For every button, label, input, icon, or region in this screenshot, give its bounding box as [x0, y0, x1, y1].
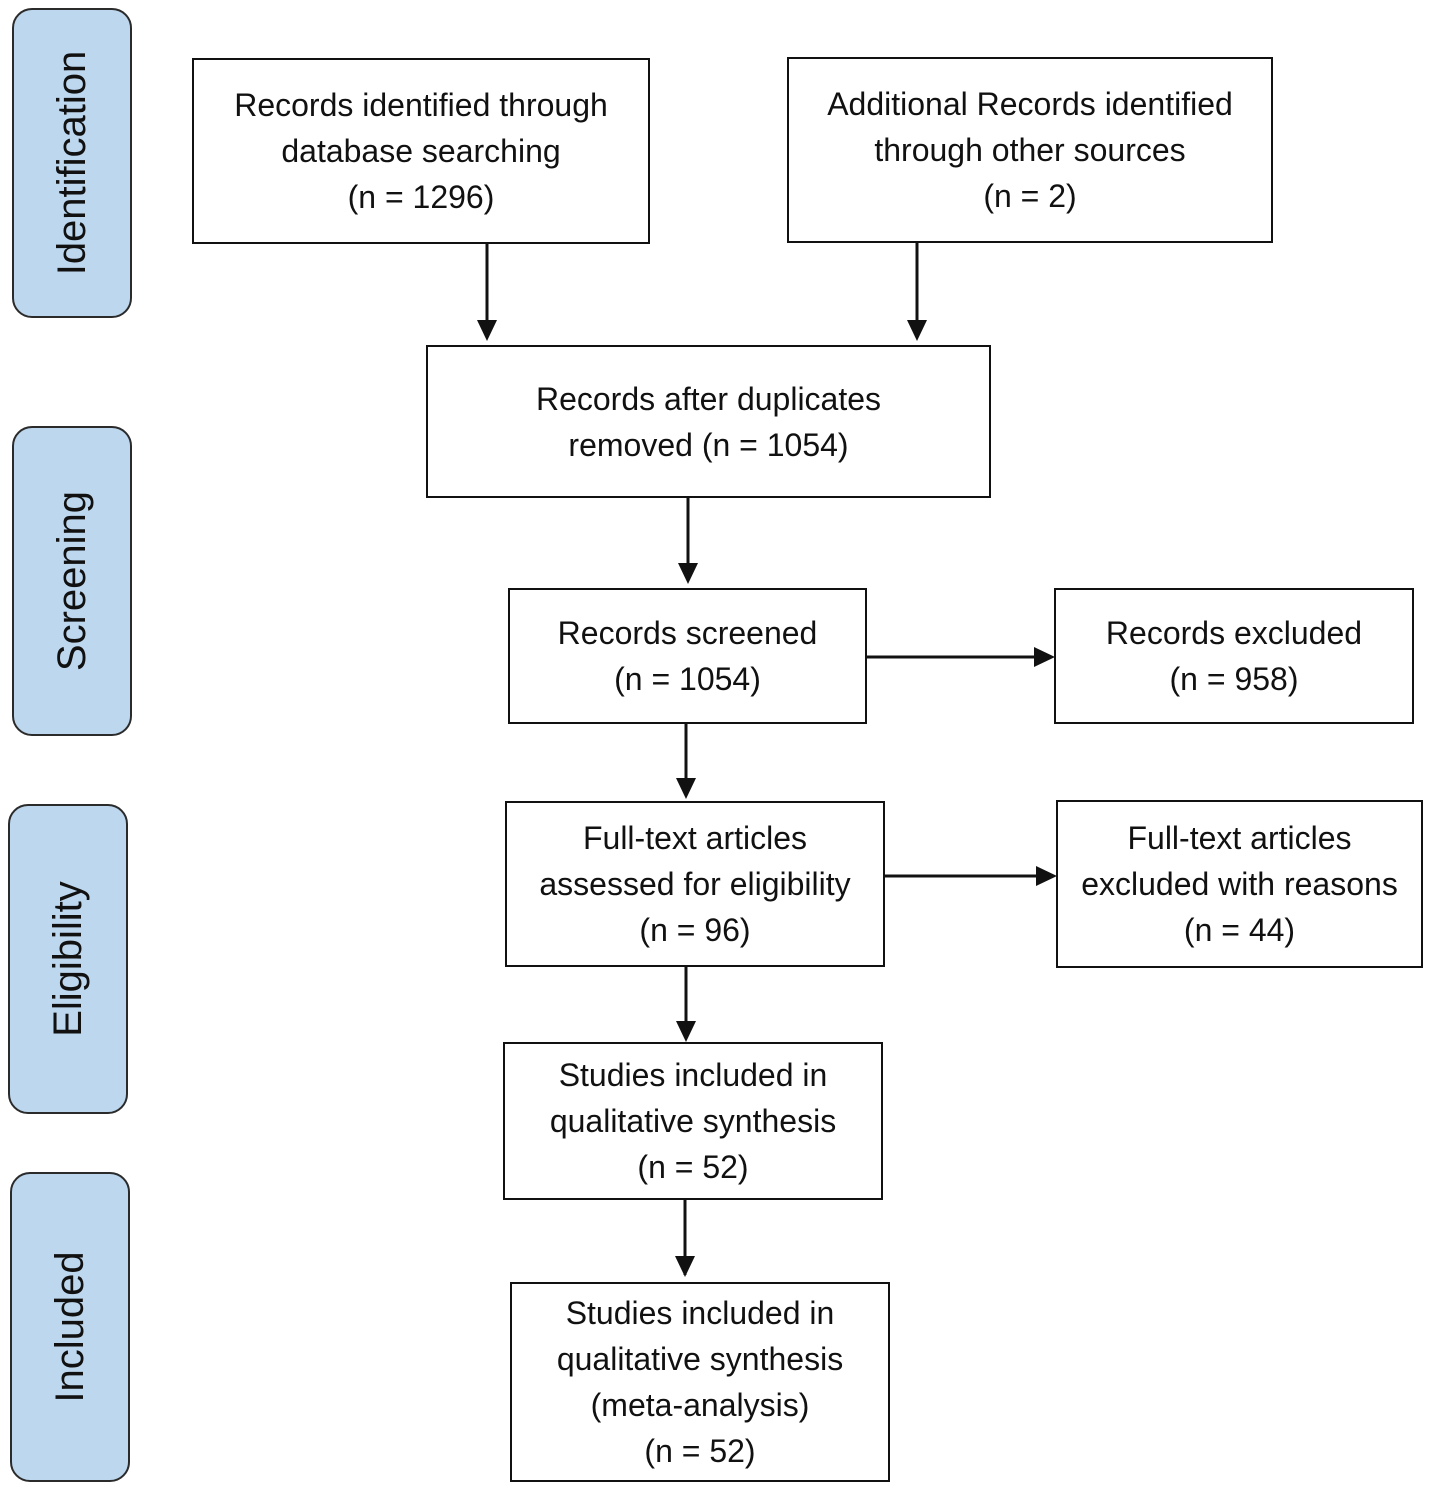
box-line: Full-text articles	[1127, 820, 1352, 856]
box-duplicates-removed: Records after duplicates removed (n = 10…	[426, 345, 991, 498]
box-meta-analysis: Studies included in qualitative synthesi…	[510, 1282, 890, 1482]
box-line: assessed for eligibility	[539, 866, 851, 902]
box-line: Records excluded	[1105, 615, 1363, 651]
box-qualitative-synthesis: Studies included in qualitative synthesi…	[503, 1042, 883, 1200]
box-line: Studies included in	[558, 1057, 828, 1093]
box-line: (n = 1296)	[347, 179, 495, 215]
arrowhead-excluded	[1034, 647, 1055, 667]
box-line: (n = 52)	[644, 1433, 756, 1469]
box-line: (meta-analysis)	[590, 1387, 810, 1423]
arrowhead-database	[477, 320, 497, 341]
box-line: (n = 52)	[637, 1149, 749, 1185]
arrowhead-fulltext-excluded	[1036, 866, 1057, 886]
box-line: Full-text articles	[582, 820, 808, 856]
box-database-search: Records identified through database sear…	[192, 58, 650, 244]
box-line: excluded with reasons	[1081, 866, 1398, 902]
box-line: through other sources	[874, 132, 1186, 168]
stage-screening: Screening	[12, 426, 132, 736]
box-fulltext-excluded: Full-text articles excluded with reasons…	[1056, 800, 1423, 968]
box-line: (n = 44)	[1183, 912, 1296, 948]
box-line: Studies included in	[565, 1295, 835, 1331]
box-line: qualitative synthesis	[549, 1103, 837, 1139]
box-line: (n = 1054)	[614, 661, 761, 697]
box-line: (n = 2)	[983, 178, 1077, 214]
stage-identification: Identification	[12, 8, 132, 318]
arrowhead-fulltext	[676, 778, 696, 799]
box-line: removed (n = 1054)	[568, 426, 849, 463]
stage-included: Included	[10, 1172, 130, 1482]
box-line: database searching	[281, 133, 561, 169]
box-screened: Records screened (n = 1054)	[508, 588, 867, 724]
box-other-sources: Additional Records identified through ot…	[787, 57, 1273, 243]
box-excluded: Records excluded (n = 958)	[1054, 588, 1414, 724]
box-line: qualitative synthesis	[556, 1341, 844, 1377]
arrowhead-meta	[675, 1256, 695, 1277]
box-line: Records after duplicates	[535, 380, 882, 417]
box-line: (n = 96)	[639, 912, 751, 948]
box-line: Records screened	[557, 615, 818, 651]
box-fulltext-assessed: Full-text articles assessed for eligibil…	[505, 801, 885, 967]
box-line: (n = 958)	[1169, 661, 1299, 697]
arrowhead-duplicates	[678, 563, 698, 584]
box-line: Additional Records identified	[827, 86, 1233, 122]
arrowhead-qualitative	[676, 1021, 696, 1042]
arrowhead-other	[907, 320, 927, 341]
box-line: Records identified through	[234, 87, 608, 123]
stage-eligibility: Eligibility	[8, 804, 128, 1114]
